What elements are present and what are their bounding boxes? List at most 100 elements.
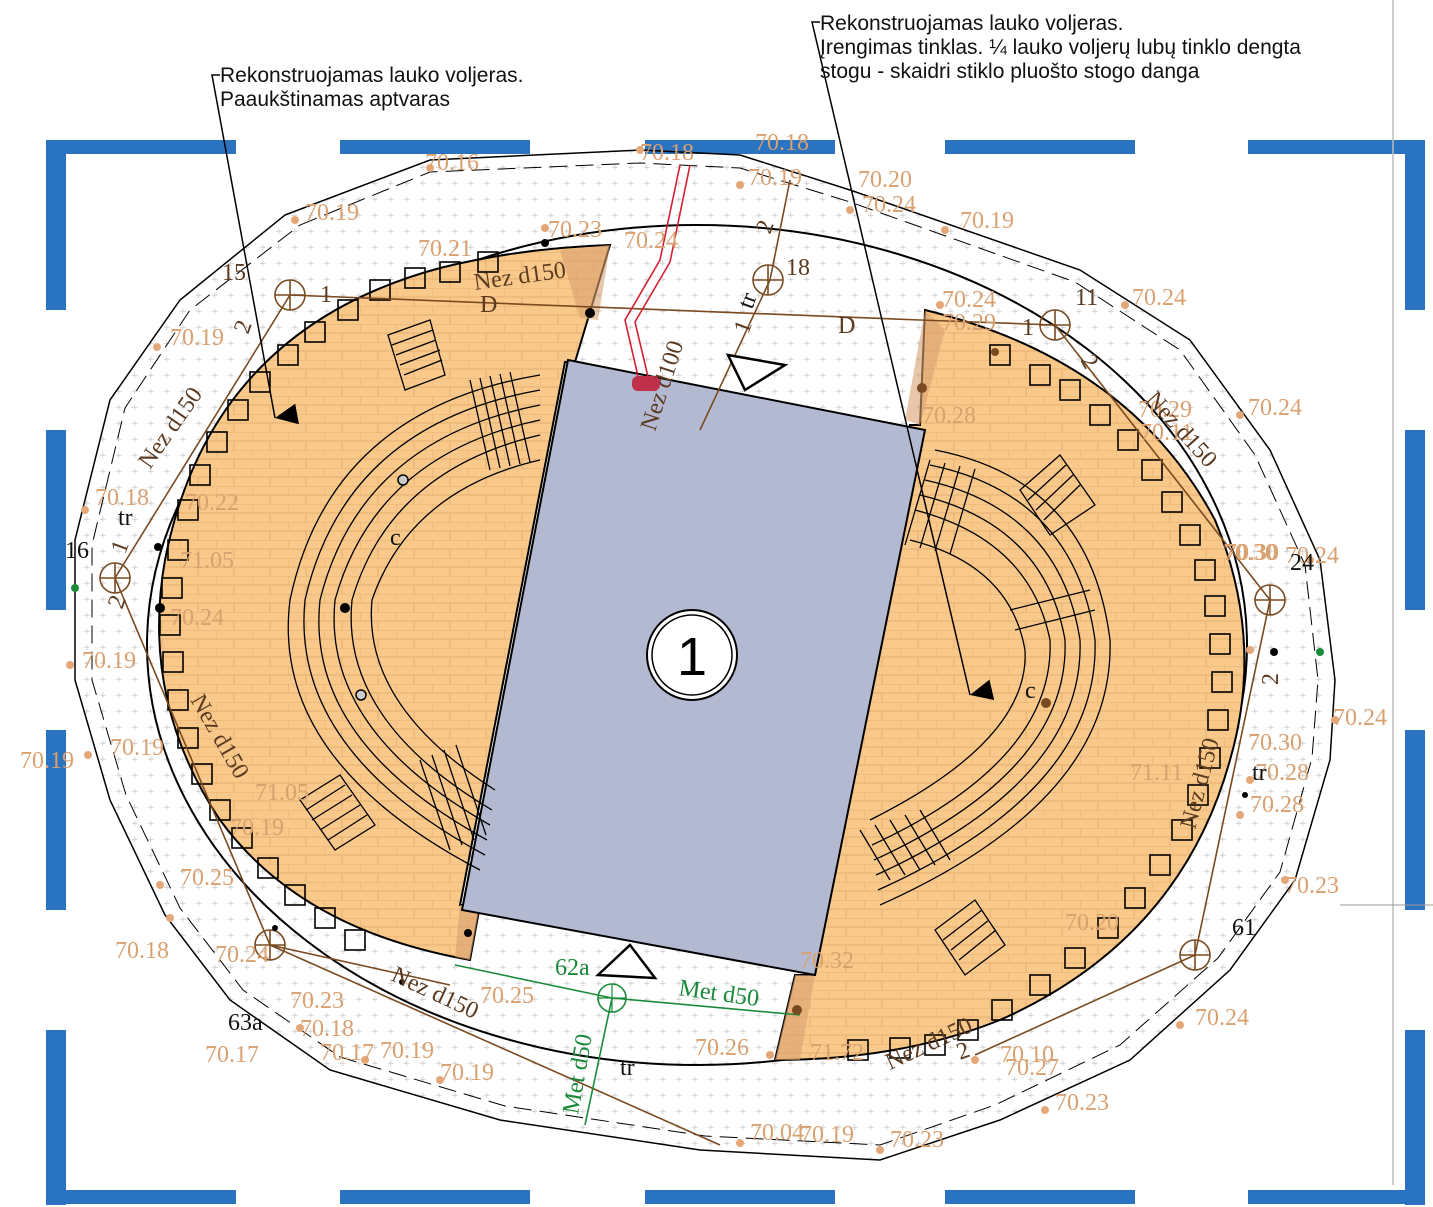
pipe-label: tr bbox=[118, 505, 133, 531]
water-line bbox=[454, 964, 801, 1126]
elevation-label: 70.24 bbox=[624, 228, 678, 254]
pipe-label: 11 bbox=[1075, 285, 1098, 311]
elevation-label: 70.27 bbox=[1005, 1055, 1059, 1081]
pipe-label: 24 bbox=[1290, 550, 1314, 576]
elevation-label: 70.17 bbox=[205, 1042, 259, 1068]
elevation-label: 70.18 bbox=[115, 938, 169, 964]
site-boundary-dashed bbox=[91, 162, 1319, 1146]
callout-left: Rekonstruojamas lauko voljeras. Paaukšti… bbox=[220, 64, 523, 112]
elevation-label: 70.19 bbox=[170, 325, 224, 351]
pipe-label: tr bbox=[620, 1055, 635, 1081]
elevation-label: 70.19 bbox=[110, 735, 164, 761]
elevation-label: 71.11 bbox=[1130, 760, 1183, 786]
entrance-marker bbox=[595, 943, 658, 980]
elevation-label: 70.19 bbox=[20, 748, 74, 774]
elevation-label: 70.23 bbox=[890, 1127, 944, 1153]
elevation-label: 70.30 bbox=[1223, 540, 1277, 566]
elevation-label: 70.20 bbox=[858, 167, 912, 193]
elevation-label: 70.29 bbox=[1138, 397, 1192, 423]
black-points bbox=[154, 239, 1278, 985]
fence-posts-left bbox=[159, 251, 499, 951]
entrance-marker bbox=[725, 353, 789, 392]
elevation-label: 71.05 bbox=[255, 780, 309, 806]
elevation-label: 70.18 bbox=[300, 1016, 354, 1042]
manhole-16 bbox=[99, 562, 131, 594]
elevation-label: 70.23 bbox=[290, 988, 344, 1014]
elevation-label: 70.24 bbox=[862, 192, 916, 218]
elevation-label: 70.24 bbox=[1333, 705, 1387, 731]
elevation-label: 70.24 bbox=[1285, 543, 1339, 569]
pipe-label: c bbox=[1025, 678, 1036, 704]
pipe-label: D bbox=[480, 292, 497, 318]
elevation-label: 70.28 bbox=[1250, 792, 1304, 818]
elevation-label: 70.21 bbox=[418, 236, 472, 262]
elevation-label: 70.18 bbox=[755, 130, 809, 156]
manhole-18 bbox=[752, 264, 784, 296]
elevation-label: 70.24 bbox=[215, 942, 269, 968]
pipe-label: D bbox=[838, 313, 855, 339]
left-enclosure bbox=[158, 243, 612, 962]
building-number-circle bbox=[646, 609, 738, 701]
elevation-label: 71.72 bbox=[810, 1040, 864, 1066]
pipe-label: c bbox=[390, 525, 401, 551]
fence-posts-right bbox=[847, 344, 1233, 1061]
elevation-label: 70.19 bbox=[82, 648, 136, 674]
elevation-label: 70.19 bbox=[800, 1122, 854, 1148]
callout-right-line3: stogu - skaidri stiklo pluošto stogo dan… bbox=[820, 60, 1200, 83]
elevation-label: 70.19 bbox=[305, 200, 359, 226]
elevation-label: 70.16 bbox=[425, 150, 479, 176]
grey-points bbox=[355, 474, 409, 701]
gas-inlet bbox=[632, 376, 660, 391]
elevation-label: 70.28 bbox=[922, 403, 976, 429]
elevation-label: 70.19 bbox=[230, 815, 284, 841]
callout-leaders bbox=[211, 21, 995, 701]
elevation-label: 70.24 bbox=[1195, 1005, 1249, 1031]
elevation-label: 70.04 bbox=[750, 1120, 804, 1146]
arena-outline bbox=[146, 224, 1248, 1066]
green-points bbox=[71, 584, 1324, 656]
frame bbox=[46, 140, 1425, 1205]
manhole-15 bbox=[274, 279, 306, 311]
brown-points bbox=[792, 348, 1051, 1015]
manhole-11 bbox=[1039, 309, 1071, 341]
elevation-label: 70.29 bbox=[942, 310, 996, 336]
elevation-label: 70.19 bbox=[380, 1038, 434, 1064]
elevation-label: 70.30 bbox=[1248, 730, 1302, 756]
elevation-label: 70.19 bbox=[440, 1060, 494, 1086]
elevation-label: 70.28 bbox=[1255, 760, 1309, 786]
elevation-label: 70.11 bbox=[1140, 420, 1193, 446]
building-number-ring bbox=[651, 614, 733, 696]
building-number: 1 bbox=[677, 627, 707, 687]
elevation-label: 70.24 bbox=[942, 287, 996, 313]
elevation-label: 70.23 bbox=[548, 217, 602, 243]
elevation-label: 70.24 bbox=[1248, 395, 1302, 421]
right-enclosure bbox=[773, 308, 1246, 1062]
elevation-label: 70.17 bbox=[320, 1040, 374, 1066]
elevation-label: 70.22 bbox=[185, 490, 239, 516]
manhole-61 bbox=[1179, 939, 1211, 971]
elevation-label: 70.18 bbox=[640, 140, 694, 166]
elevation-label: 70.19 bbox=[748, 165, 802, 191]
pipe-label: tr bbox=[1252, 760, 1267, 786]
elevation-label: 70.19 bbox=[960, 208, 1014, 234]
elevation-label: 70.26 bbox=[695, 1035, 749, 1061]
elevation-label: 70.32 bbox=[800, 948, 854, 974]
elevation-label: 70.25 bbox=[180, 865, 234, 891]
strip bbox=[905, 310, 945, 425]
elevation-label: 70.25 bbox=[480, 983, 534, 1009]
gas-line bbox=[624, 164, 691, 386]
pipe-label: 2 bbox=[1258, 673, 1284, 685]
callout-right: Rekonstruojamas lauko voljeras. Įrengima… bbox=[820, 12, 1301, 84]
elevation-label: 70.10 bbox=[1000, 1042, 1054, 1068]
left-seating bbox=[287, 319, 541, 871]
elevation-label: 70.30 bbox=[1225, 540, 1279, 566]
pipe-label: 16 bbox=[65, 538, 89, 564]
pipe-label: 62a bbox=[555, 955, 590, 981]
elevation-label: 70.24 bbox=[1132, 285, 1186, 311]
elevation-label: 71.05 bbox=[180, 548, 234, 574]
pipe-label: 63a bbox=[228, 1010, 263, 1036]
strip bbox=[560, 245, 610, 320]
callout-right-line2: Įrengimas tinklas. ¼ lauko voljerų lubų … bbox=[820, 36, 1301, 59]
